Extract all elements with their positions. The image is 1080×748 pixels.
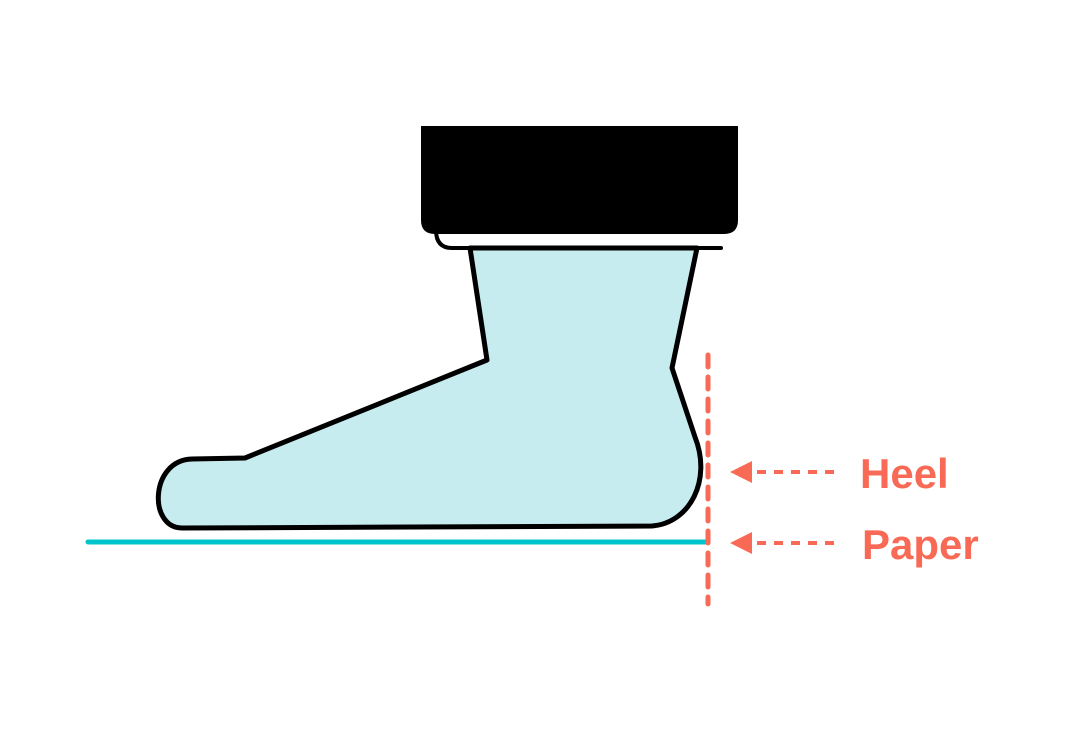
heel-arrowhead-icon: [730, 461, 752, 483]
sock-foot: [155, 245, 704, 531]
paper-label: Paper: [862, 521, 979, 568]
heel-label: Heel: [860, 450, 949, 497]
paper-arrow: [730, 532, 838, 554]
heel-arrow: [730, 461, 838, 483]
paper-arrowhead-icon: [730, 532, 752, 554]
device-block: [421, 126, 738, 234]
